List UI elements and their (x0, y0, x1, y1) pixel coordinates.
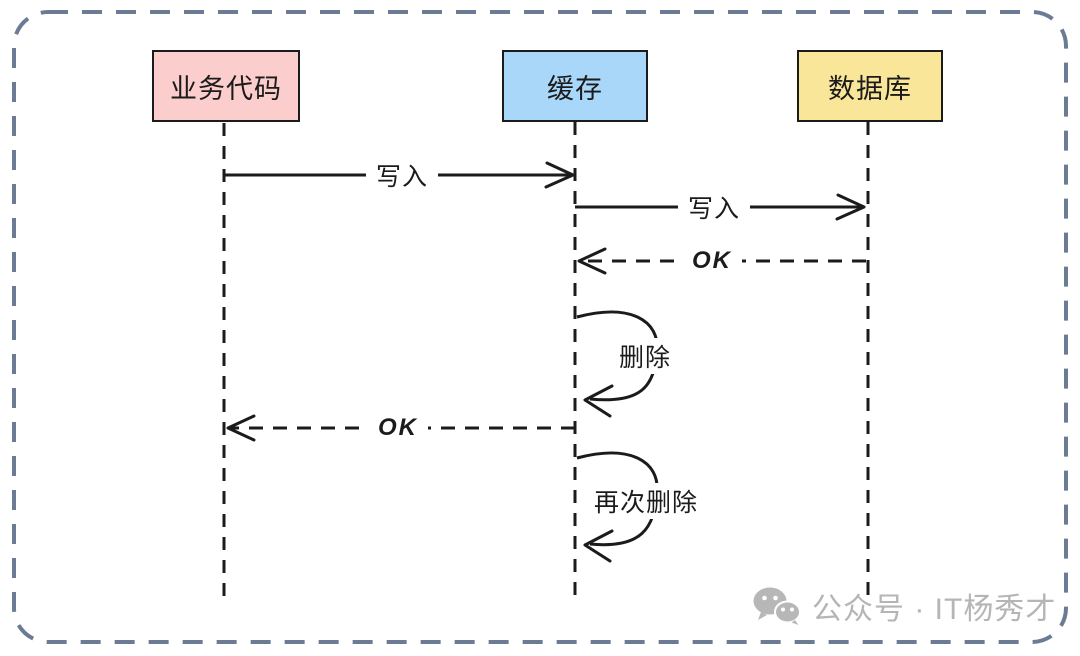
watermark-text: 公众号 · IT杨秀才 (812, 593, 1057, 626)
arrowhead-left-icon (577, 247, 607, 275)
arrowhead-left-icon (226, 414, 256, 442)
arrowhead-right-icon (835, 193, 866, 221)
actor-box-database: 数据库 (797, 50, 943, 122)
message-label-ok-1: OK (682, 247, 742, 275)
wechat-icon (752, 586, 802, 626)
actor-box-business-code: 业务代码 (152, 50, 300, 122)
canvas-border (12, 10, 1068, 644)
arrowhead-right-icon (544, 161, 575, 189)
message-label-delete-again: 再次删除 (583, 483, 709, 519)
message-label-delete: 删除 (608, 338, 682, 374)
message-label-ok-2: OK (368, 414, 428, 442)
actor-box-cache: 缓存 (502, 50, 648, 122)
message-label-write-1: 写入 (365, 157, 439, 193)
arrowhead-left-icon (583, 384, 614, 418)
actor-label-cache: 缓存 (547, 73, 603, 104)
watermark: 公众号 · IT杨秀才 (752, 584, 1056, 628)
actor-label-business-code: 业务代码 (170, 73, 282, 104)
actor-label-database: 数据库 (828, 73, 912, 104)
message-label-write-2: 写入 (677, 189, 751, 225)
arrowhead-left-icon (583, 529, 614, 563)
